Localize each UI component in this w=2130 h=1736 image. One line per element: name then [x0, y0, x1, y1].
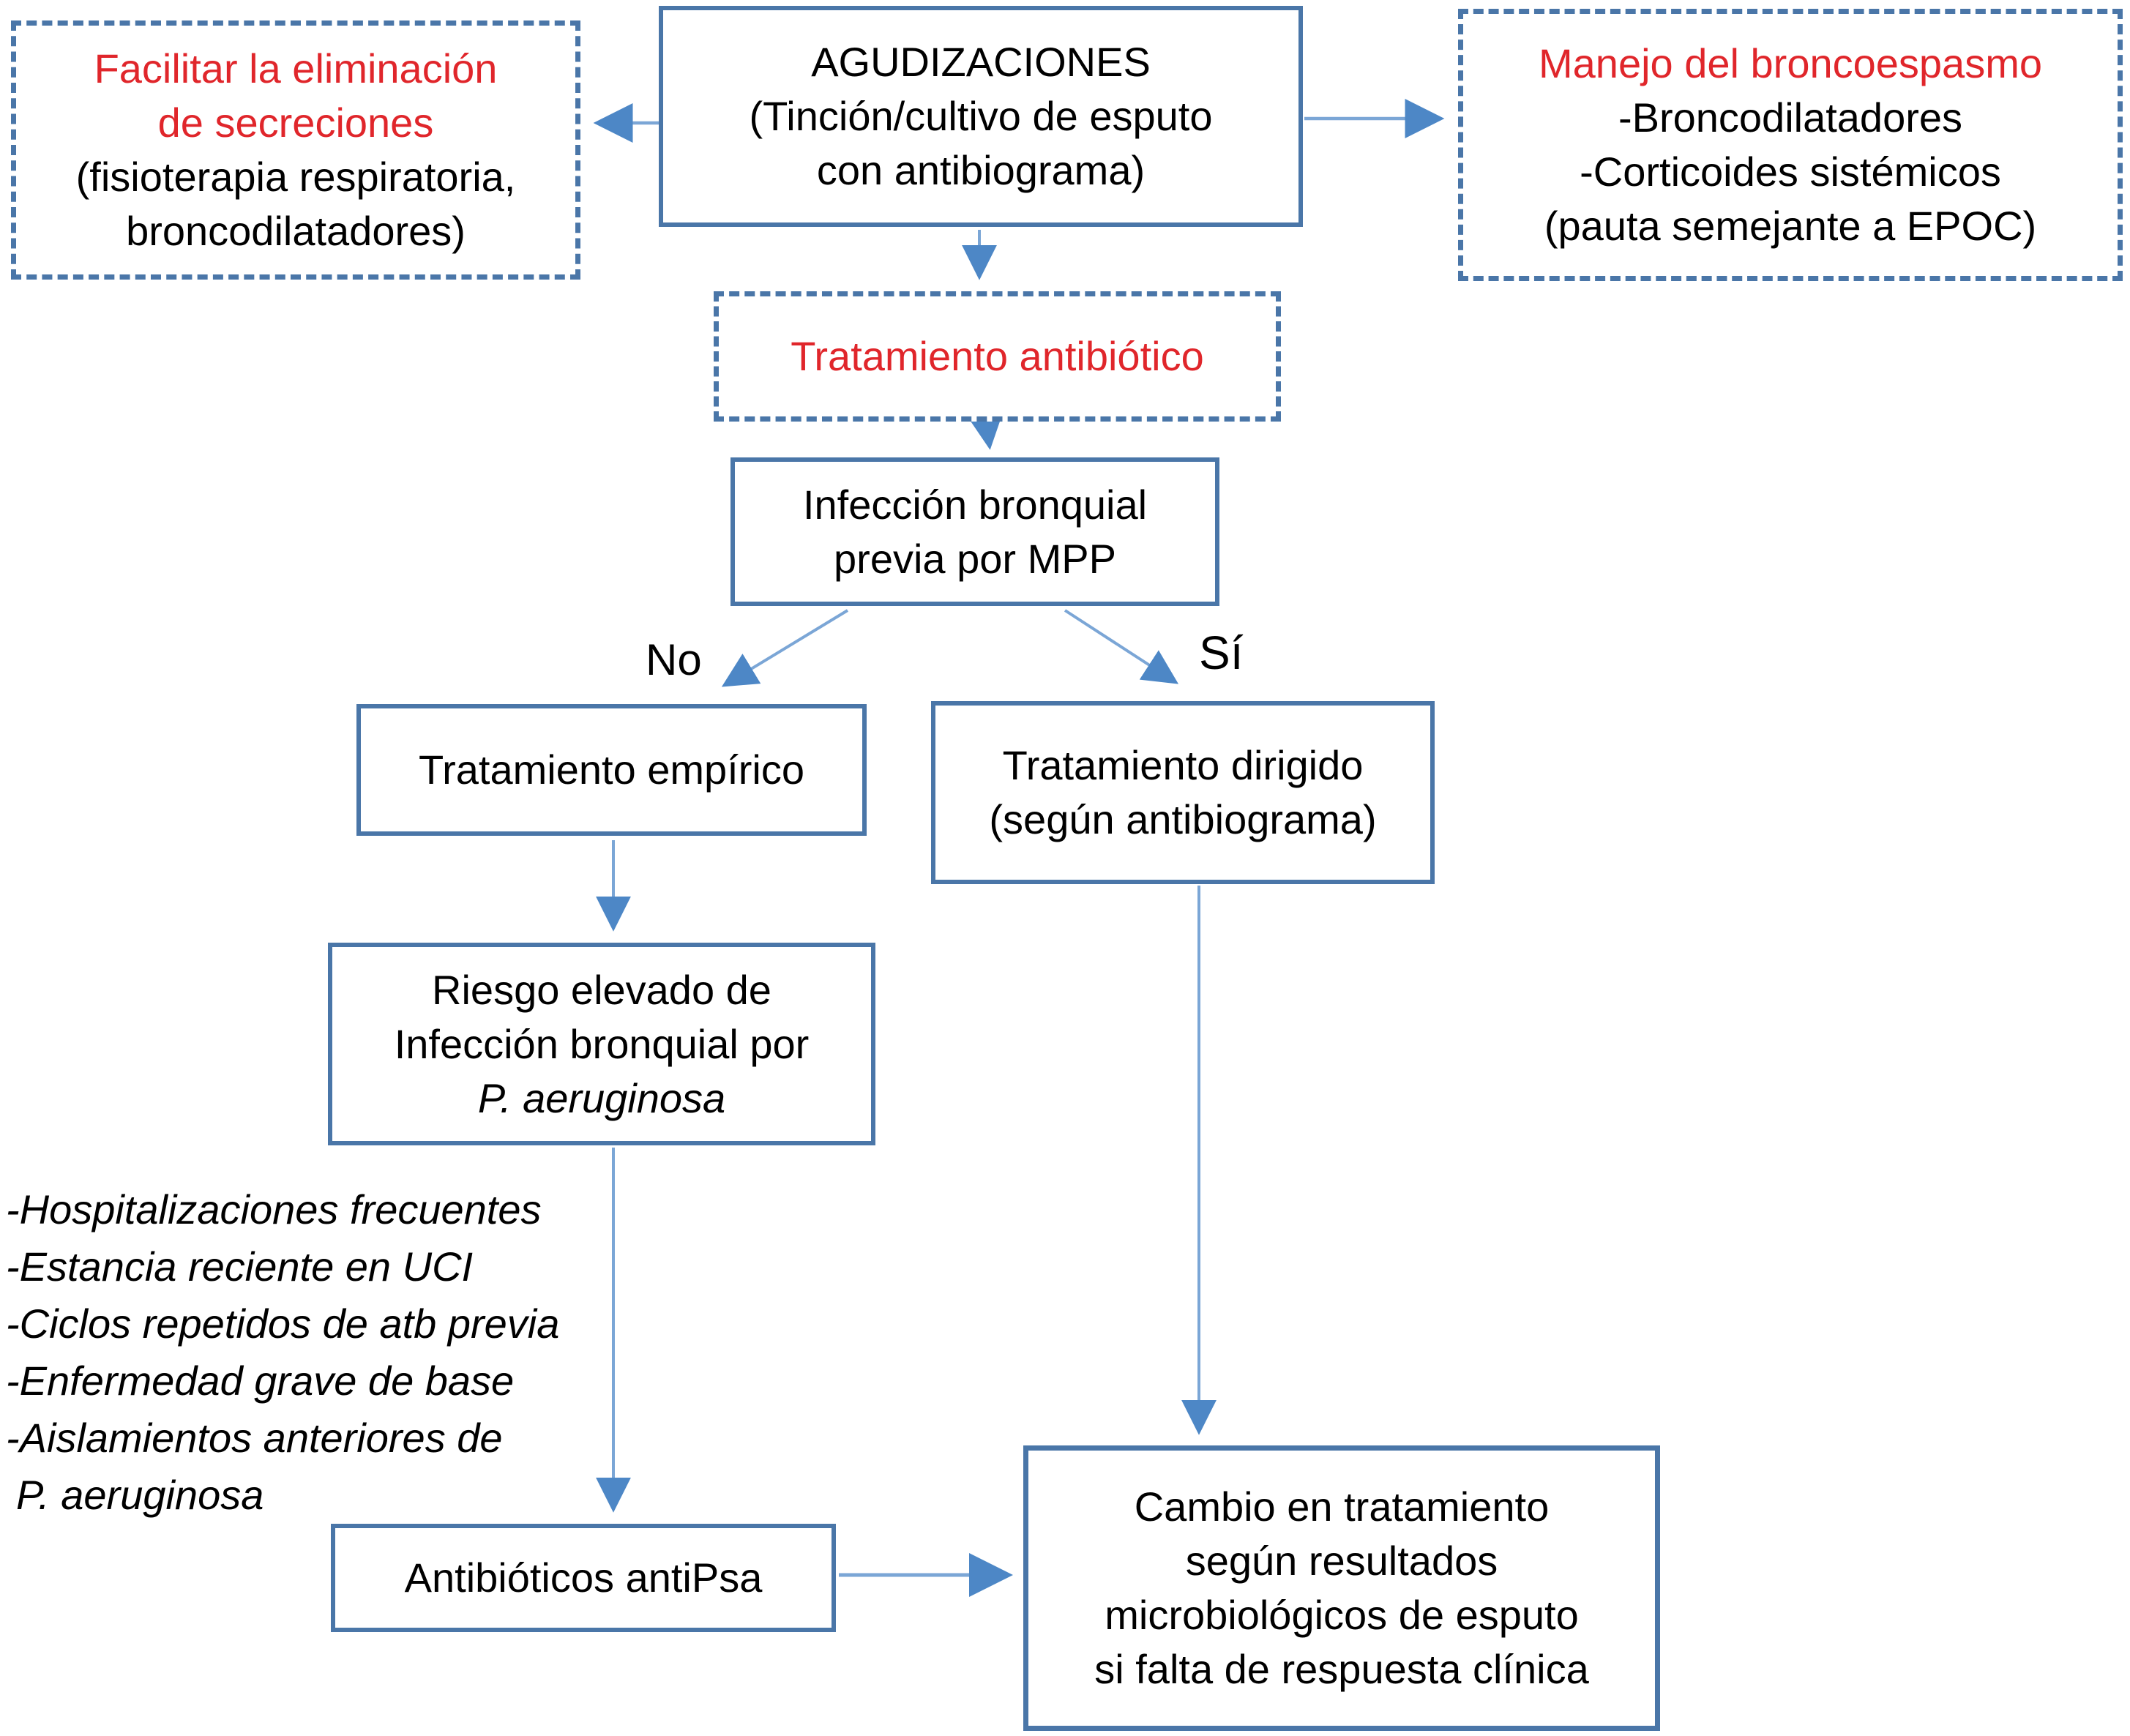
node-tratamiento-empirico: Tratamiento empírico — [356, 704, 867, 836]
node-manejo-broncoespasmo: Manejo del broncoespasmo -Broncodilatado… — [1458, 9, 2123, 281]
edge-label-no: No — [646, 635, 702, 684]
node-cambio-tratamiento-line4: si falta de respuesta clínica — [1094, 1646, 1589, 1692]
edge-label-si: Sí — [1199, 626, 1244, 679]
node-infeccion-mpp-line1: Infección bronquial — [802, 481, 1148, 528]
node-tratamiento-dirigido-line1: Tratamiento dirigido — [1002, 742, 1364, 788]
node-facilitar-eliminacion-body-line1: (fisioterapia respiratoria, — [75, 154, 516, 200]
risk-factor-item: -Estancia reciente en UCI — [6, 1243, 474, 1290]
node-riesgo-pseudomonas-line2: Infección bronquial por — [394, 1020, 810, 1067]
node-cambio-tratamiento-line2: según resultados — [1185, 1538, 1498, 1584]
node-manejo-broncoespasmo-line4: (pauta semejante a EPOC) — [1544, 203, 2037, 249]
arrow-antibiotico-to-mpp — [968, 413, 1004, 450]
risk-factor-item: -Aislamientos anteriores de — [6, 1415, 503, 1461]
node-facilitar-eliminacion-body-line2: broncodilatadores) — [126, 208, 466, 254]
risk-factor-item: -Ciclos repetidos de atb previa — [6, 1301, 560, 1347]
node-facilitar-eliminacion: Facilitar la eliminación de secreciones … — [11, 20, 580, 280]
node-tratamiento-dirigido-line2: (según antibiograma) — [989, 796, 1377, 842]
node-manejo-broncoespasmo-line3: -Corticoides sistémicos — [1580, 149, 2001, 195]
node-cambio-tratamiento-line3: microbiológicos de esputo — [1105, 1592, 1579, 1638]
node-riesgo-pseudomonas-line1: Riesgo elevado de — [432, 966, 771, 1013]
risk-factor-item-continuation: P. aeruginosa — [16, 1472, 264, 1518]
node-tratamiento-antibiotico: Tratamiento antibiótico — [714, 291, 1281, 422]
node-facilitar-eliminacion-title-line2: de secreciones — [157, 100, 434, 146]
node-cambio-tratamiento: Cambio en tratamiento según resultados m… — [1023, 1445, 1660, 1731]
node-agudizaciones-line1: AGUDIZACIONES — [811, 39, 1151, 85]
node-infeccion-mpp: Infección bronquial previa por MPP — [730, 457, 1219, 606]
node-riesgo-pseudomonas: Riesgo elevado de Infección bronquial po… — [328, 943, 875, 1145]
node-agudizaciones-line2: (Tinción/cultivo de esputo — [749, 93, 1213, 139]
node-manejo-broncoespasmo-title: Manejo del broncoespasmo — [1539, 40, 2042, 86]
risk-factor-item: -Enfermedad grave de base — [6, 1358, 515, 1404]
risk-factor-item: -Hospitalizaciones frecuentes — [6, 1186, 542, 1232]
node-agudizaciones-line3: con antibiograma) — [816, 147, 1146, 193]
node-facilitar-eliminacion-title-line1: Facilitar la eliminación — [94, 45, 498, 91]
node-antibioticos-antipsa: Antibióticos antiPsa — [331, 1524, 836, 1632]
arrow-mpp-no-to-empirico — [721, 609, 849, 687]
node-antibioticos-antipsa-label: Antibióticos antiPsa — [404, 1554, 763, 1601]
node-riesgo-pseudomonas-line3: P. aeruginosa — [477, 1074, 726, 1121]
arrow-mpp-si-to-dirigido — [1064, 609, 1179, 684]
node-cambio-tratamiento-line1: Cambio en tratamiento — [1134, 1484, 1550, 1530]
risk-factor-list: -Hospitalizaciones frecuentes -Estancia … — [6, 1181, 870, 1524]
node-manejo-broncoespasmo-line2: -Broncodilatadores — [1618, 94, 1963, 141]
node-agudizaciones: AGUDIZACIONES (Tinción/cultivo de esputo… — [659, 6, 1303, 227]
node-infeccion-mpp-line2: previa por MPP — [834, 535, 1116, 582]
node-tratamiento-antibiotico-label: Tratamiento antibiótico — [791, 333, 1204, 379]
node-tratamiento-dirigido: Tratamiento dirigido (según antibiograma… — [931, 701, 1435, 884]
node-tratamiento-empirico-label: Tratamiento empírico — [419, 747, 804, 793]
